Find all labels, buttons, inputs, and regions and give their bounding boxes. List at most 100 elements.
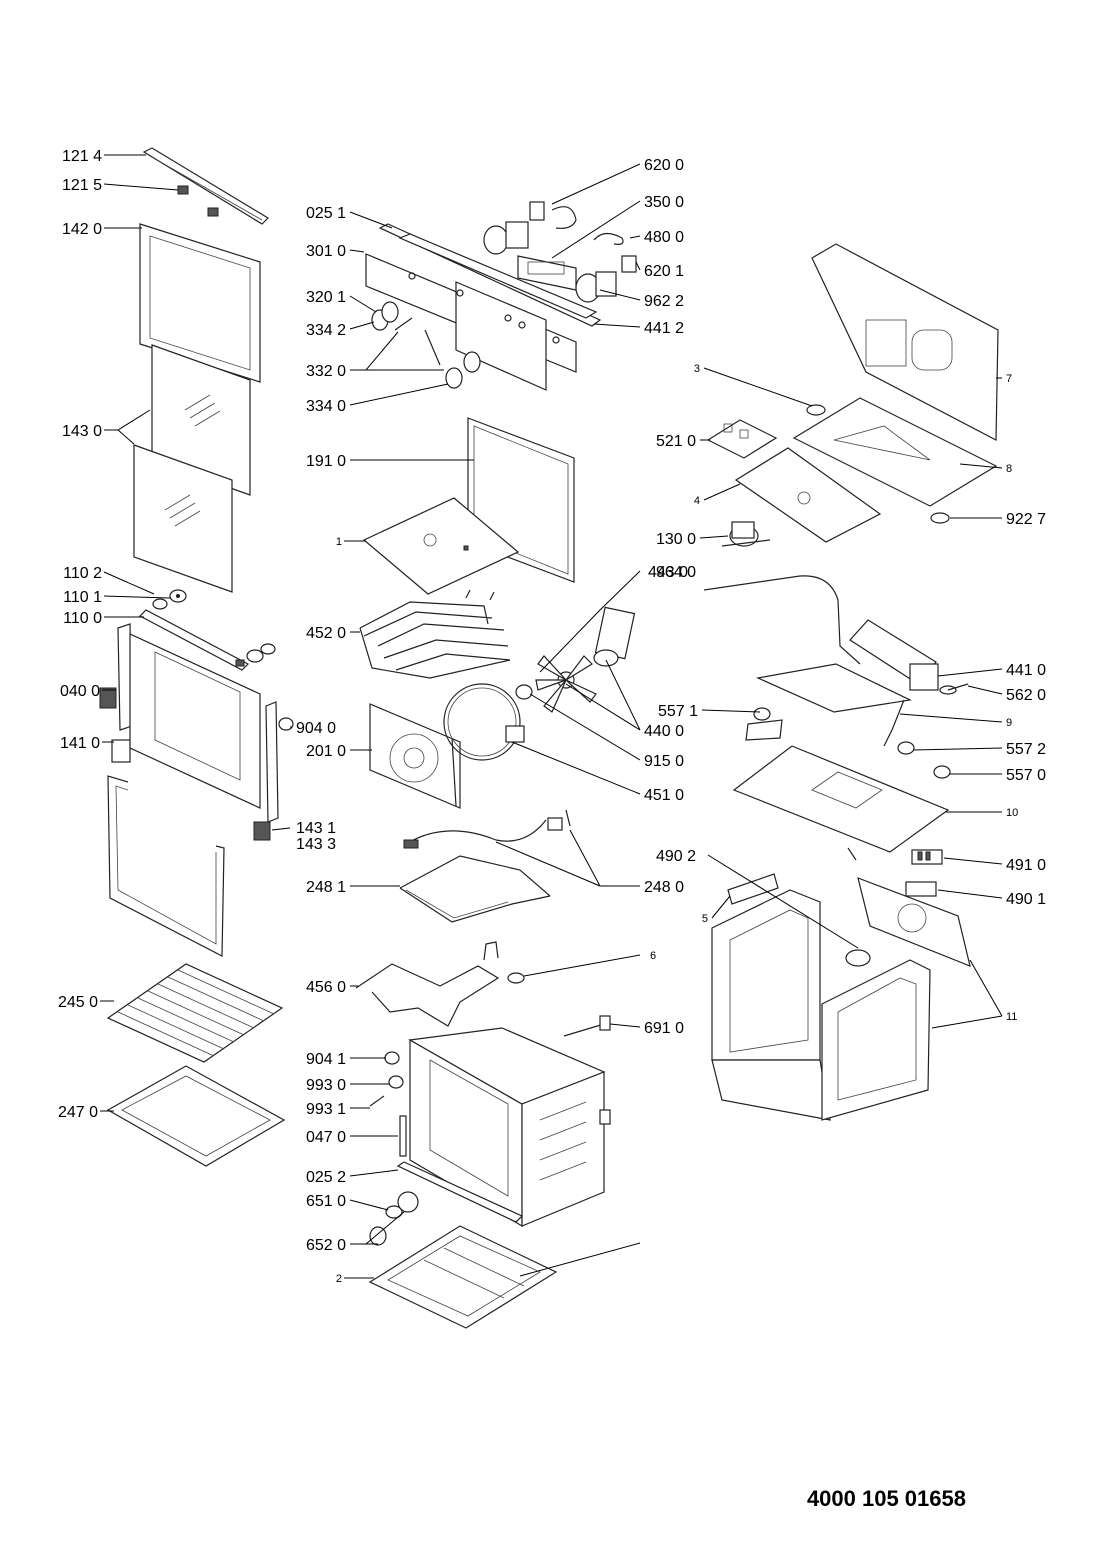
label-652-0: 652 0 bbox=[306, 1237, 346, 1254]
label-025-1: 025 1 bbox=[306, 205, 346, 222]
label-904-0: 904 0 bbox=[296, 720, 336, 737]
part-terminal-block bbox=[911, 849, 943, 865]
label-332-0: 332 0 bbox=[306, 363, 346, 380]
part-bracket-5 bbox=[727, 873, 779, 905]
label-9: 9 bbox=[1006, 717, 1012, 729]
part-wire-rack bbox=[106, 963, 284, 1063]
label-3: 3 bbox=[694, 363, 700, 375]
label-1: 1 bbox=[336, 536, 342, 548]
label-4: 4 bbox=[694, 495, 700, 507]
label-557-0: 557 0 bbox=[1006, 767, 1046, 784]
part-side-panel bbox=[857, 877, 971, 967]
part-oven-lamp bbox=[369, 1191, 419, 1246]
label-7: 7 bbox=[1006, 373, 1012, 385]
part-cooling-duct bbox=[755, 663, 912, 747]
label-121-4: 121 4 bbox=[62, 148, 102, 165]
label-480-0: 480 0 bbox=[644, 229, 684, 246]
part-door-seal bbox=[107, 775, 225, 957]
part-inner-glass-2 bbox=[133, 444, 233, 593]
part-cavity-top-plate bbox=[362, 497, 520, 595]
label-10: 10 bbox=[1006, 807, 1018, 819]
label-301-0: 301 0 bbox=[306, 243, 346, 260]
part-fan-motor bbox=[593, 606, 636, 667]
part-control-panel bbox=[365, 233, 598, 391]
label-620-0: 620 0 bbox=[644, 157, 684, 174]
part-cavity-bottom-plate bbox=[368, 1225, 558, 1329]
label-142-0: 142 0 bbox=[62, 221, 102, 238]
label-2: 2 bbox=[336, 1273, 342, 1285]
label-452-0: 452 0 bbox=[306, 625, 346, 642]
parts-drawings bbox=[99, 147, 999, 1329]
part-oven-cavity bbox=[408, 1027, 611, 1228]
label-521-0: 521 0 bbox=[656, 433, 696, 450]
part-circular-element bbox=[443, 683, 525, 761]
label-922-7: 922 7 bbox=[1006, 511, 1046, 528]
label-691-0: 691 0 bbox=[644, 1020, 684, 1037]
part-cabinet bbox=[711, 889, 931, 1121]
label-440-0: 440 0 bbox=[644, 723, 684, 740]
part-door-hinge-right bbox=[253, 701, 294, 841]
part-mounting-plate bbox=[734, 447, 882, 543]
part-fan-blade bbox=[535, 655, 597, 713]
label-130-0: 130 0 bbox=[656, 531, 696, 548]
label-334-0: 334 0 bbox=[306, 398, 346, 415]
part-lower-element bbox=[355, 941, 500, 1027]
part-lamp-cover-4902 bbox=[845, 949, 871, 967]
part-meat-probe bbox=[403, 809, 571, 849]
part-cooling-fan bbox=[721, 521, 771, 547]
part-thermostat-5571 bbox=[745, 707, 783, 741]
part-outer-door-glass bbox=[139, 223, 261, 383]
label-904-1: 904 1 bbox=[306, 1051, 346, 1068]
label-247-0: 247 0 bbox=[58, 1104, 98, 1121]
label-110-2: 110 2 bbox=[63, 565, 102, 582]
part-hose bbox=[703, 575, 861, 665]
part-door-bar bbox=[139, 609, 249, 671]
part-selector-switch-2 bbox=[575, 232, 637, 303]
part-gasket-9227 bbox=[930, 512, 950, 524]
part-gasket-3 bbox=[806, 404, 826, 416]
label-441-2: 441 2 bbox=[644, 320, 684, 337]
label-8: 8 bbox=[1006, 463, 1012, 475]
label-620-1: 620 1 bbox=[644, 263, 684, 280]
label-047-0: 047 0 bbox=[306, 1129, 346, 1146]
label-025-2: 025 2 bbox=[306, 1169, 346, 1186]
part-knobs bbox=[371, 301, 481, 389]
label-11: 11 bbox=[1006, 1011, 1017, 1023]
part-probe-socket bbox=[563, 1015, 611, 1037]
label-490-1: 490 1 bbox=[1006, 891, 1046, 908]
label-557-1: 557 1 bbox=[658, 703, 698, 720]
label-562-0: 562 0 bbox=[1006, 687, 1046, 704]
label-451-0: 451 0 bbox=[644, 787, 684, 804]
label-248-1: 248 1 bbox=[306, 879, 346, 896]
part-baking-tray bbox=[106, 1065, 286, 1167]
label-993-0: 993 0 bbox=[306, 1077, 346, 1094]
part-door-hinge-left bbox=[99, 623, 133, 763]
label-491-0: 491 0 bbox=[1006, 857, 1046, 874]
part-front-trim-bottom bbox=[396, 1161, 524, 1223]
part-tangential-fan bbox=[849, 619, 969, 695]
label-443-0: 443 0 bbox=[648, 564, 688, 581]
label-456-0: 456 0 bbox=[306, 979, 346, 996]
label-245-0: 245 0 bbox=[58, 994, 98, 1011]
part-spacer-915 bbox=[515, 684, 533, 700]
part-electronic-board bbox=[706, 419, 778, 459]
label-915-0: 915 0 bbox=[644, 753, 684, 770]
label-143-0: 143 0 bbox=[62, 423, 102, 440]
part-washers bbox=[152, 589, 276, 663]
label-143-3: 143 3 bbox=[296, 836, 336, 853]
label-191-0: 191 0 bbox=[306, 453, 346, 470]
label-6: 6 bbox=[650, 950, 656, 962]
part-grill-tray bbox=[399, 855, 551, 923]
part-grill-element bbox=[359, 589, 511, 679]
label-334-2: 334 2 bbox=[306, 322, 346, 339]
label-962-2: 962 2 bbox=[644, 293, 684, 310]
part-thermostat-5570 bbox=[933, 765, 951, 779]
label-441-0: 441 0 bbox=[1006, 662, 1046, 679]
part-inner-glass-1 bbox=[151, 344, 251, 496]
label-350-0: 350 0 bbox=[644, 194, 684, 211]
part-cavity-cover-plate bbox=[732, 745, 950, 861]
part-back-panel bbox=[369, 703, 461, 809]
part-insulation-plate bbox=[792, 397, 998, 507]
